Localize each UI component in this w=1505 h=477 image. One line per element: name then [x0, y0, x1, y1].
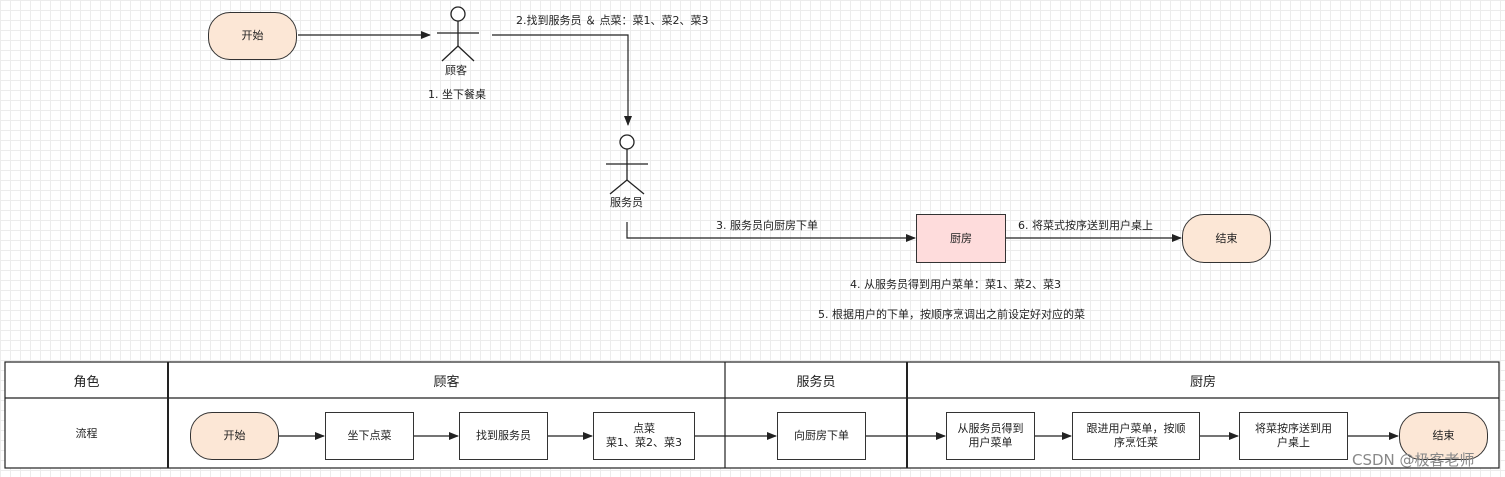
table-row-label: 流程 — [75, 427, 98, 440]
table-cook-line1: 跟进用户菜单，按顺 — [1086, 422, 1186, 435]
table-order-node: 点菜 菜1、菜2、菜3 — [593, 412, 695, 460]
table-header-waiter: 服务员 — [796, 374, 836, 390]
table-serve-line2: 户桌上 — [1277, 436, 1310, 449]
table-find-waiter-node: 找到服务员 — [459, 412, 548, 460]
table-order-line1: 点菜 — [633, 422, 655, 435]
step4-label: 4. 从服务员得到用户菜单：菜1、菜2、菜3 — [850, 278, 1061, 291]
end-node: 结束 — [1182, 214, 1271, 263]
table-cook-line2: 序烹饪菜 — [1114, 436, 1158, 449]
table-serve-node: 将菜按序送到用 户桌上 — [1239, 412, 1348, 460]
step3-label: 3. 服务员向厨房下单 — [716, 219, 818, 232]
customer-to-waiter-arrow — [492, 34, 632, 126]
table-get-menu-line2: 用户菜单 — [968, 436, 1013, 449]
table-to-kitchen-node: 向厨房下单 — [777, 412, 866, 460]
table-order-line2: 菜1、菜2、菜3 — [606, 436, 682, 449]
table-header-kitchen: 厨房 — [1189, 374, 1216, 390]
waiter-to-kitchen-arrow — [626, 222, 916, 242]
step1-label: 1. 坐下餐桌 — [428, 88, 486, 101]
table-header-customer: 顾客 — [433, 374, 460, 390]
table-sit-order-node: 坐下点菜 — [325, 412, 414, 460]
customer-actor-icon — [437, 6, 479, 62]
table-get-menu-node: 从服务员得到 用户菜单 — [946, 412, 1035, 460]
customer-label: 顾客 — [445, 64, 467, 77]
table-end-node: 结束 — [1399, 412, 1488, 460]
step6-label: 6. 将菜式按序送到用户桌上 — [1018, 219, 1153, 232]
step2-label: 2.找到服务员 ＆ 点菜：菜1、菜2、菜3 — [516, 14, 709, 27]
table-start-node: 开始 — [190, 412, 279, 460]
waiter-label: 服务员 — [610, 196, 643, 209]
waiter-actor-icon — [606, 134, 648, 195]
table-get-menu-line1: 从服务员得到 — [957, 422, 1024, 435]
table-serve-line1: 将菜按序送到用 — [1255, 422, 1332, 435]
table-cook-node: 跟进用户菜单，按顺 序烹饪菜 — [1072, 412, 1200, 460]
start-node: 开始 — [208, 12, 297, 60]
watermark: CSDN @极客老师 — [1352, 451, 1475, 469]
step5-label: 5. 根据用户的下单，按顺序烹调出之前设定好对应的菜 — [818, 308, 1085, 321]
table-header-role: 角色 — [73, 374, 100, 390]
kitchen-node: 厨房 — [916, 214, 1006, 263]
